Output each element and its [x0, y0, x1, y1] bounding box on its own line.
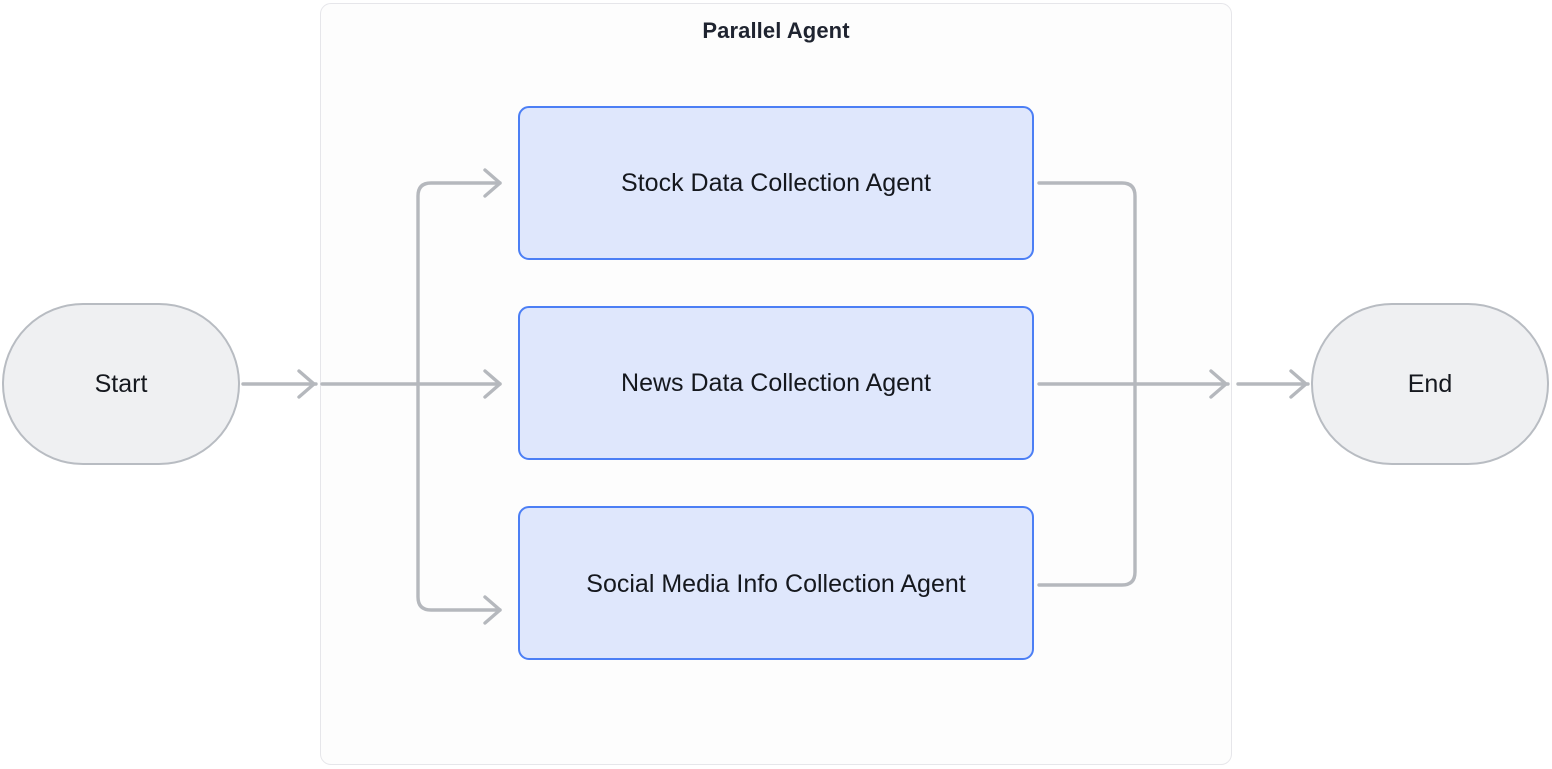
node-social-media-info-collection-agent-label: Social Media Info Collection Agent: [586, 570, 966, 598]
parallel-agent-title: Parallel Agent: [702, 18, 850, 43]
node-stock-data-collection-agent-label: Stock Data Collection Agent: [621, 168, 931, 197]
node-news-data-collection-agent[interactable]: News Data Collection Agent: [518, 306, 1034, 460]
node-news-data-collection-agent-label: News Data Collection Agent: [621, 368, 931, 397]
node-social-media-info-collection-agent[interactable]: Social Media Info Collection Agent: [518, 506, 1034, 660]
arrowhead-start-to-group: [297, 369, 316, 399]
node-stock-data-collection-agent[interactable]: Stock Data Collection Agent: [518, 106, 1034, 260]
node-end[interactable]: End: [1311, 303, 1549, 465]
node-start-label: Start: [94, 369, 148, 398]
node-start[interactable]: Start: [2, 303, 240, 465]
node-end-label: End: [1407, 369, 1453, 398]
arrowhead-to-end: [1289, 369, 1308, 399]
